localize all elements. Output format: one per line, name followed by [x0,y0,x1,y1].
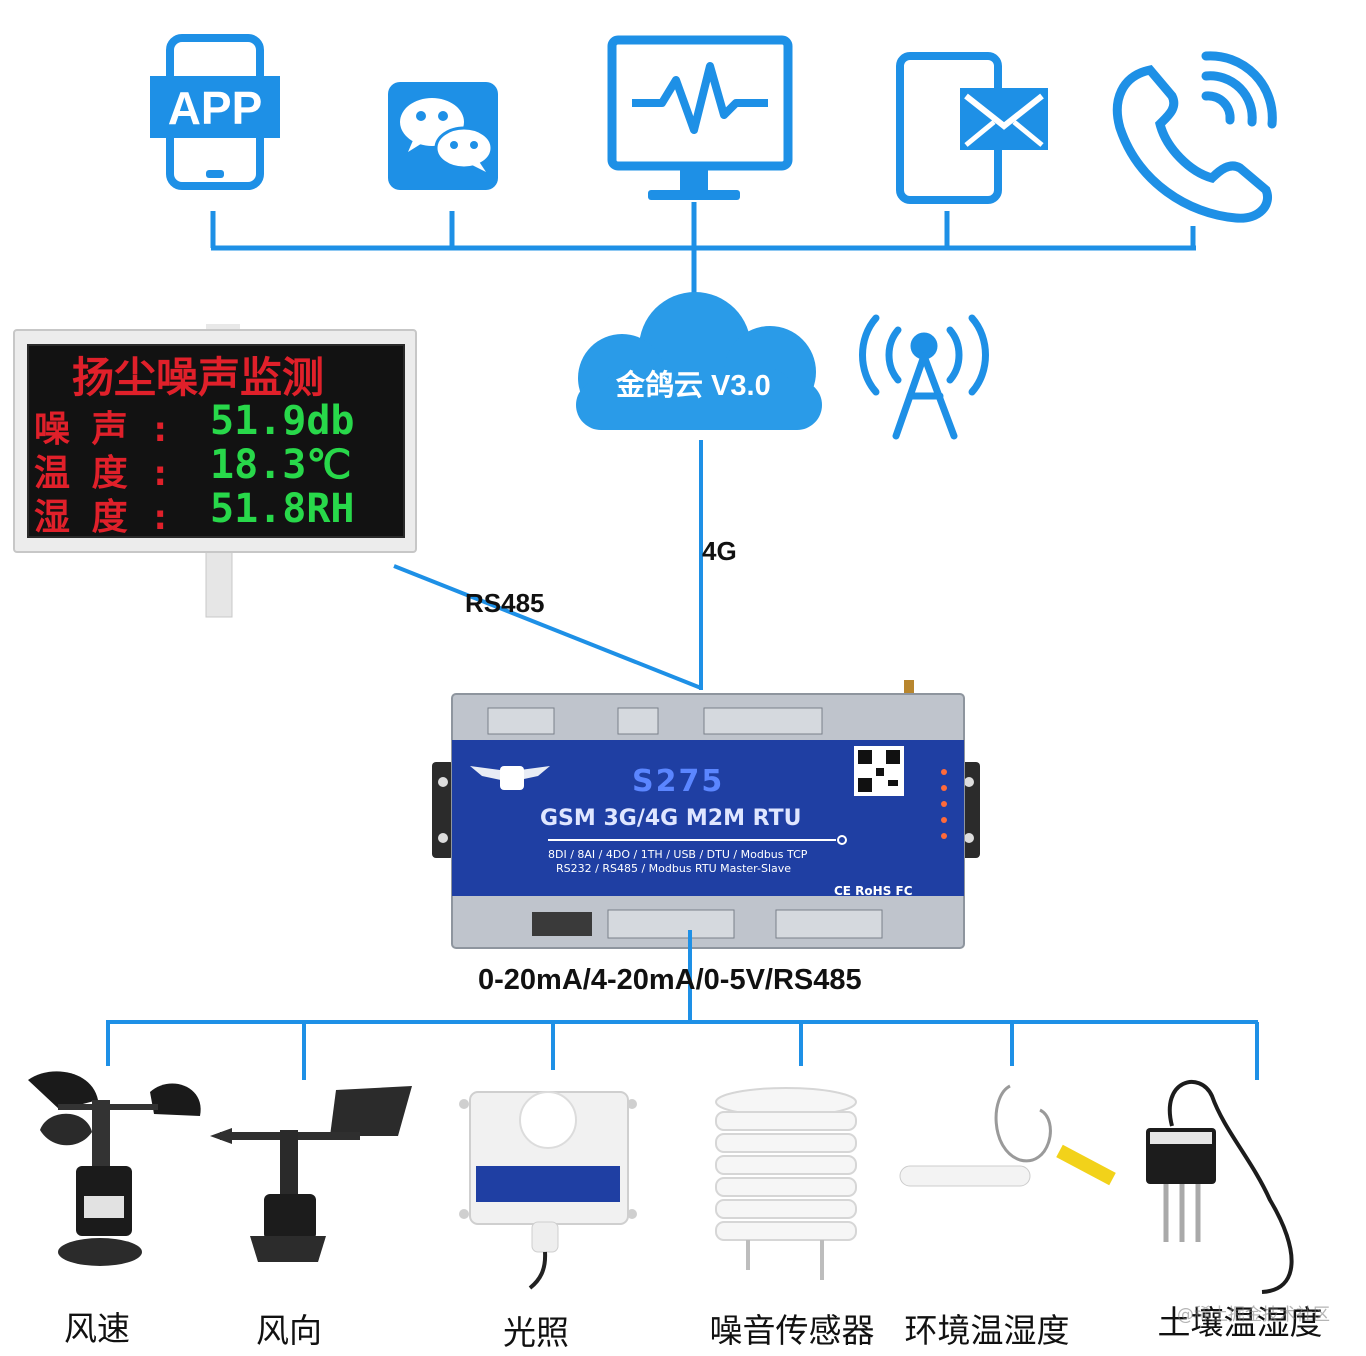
device-model: S275 [632,764,724,799]
caption-wind-speed: 风速 [64,1302,130,1350]
light-sensor-image [459,1092,637,1288]
caption-wind-direction: 风向 [256,1304,322,1352]
wind-direction-sensor-image [210,1086,412,1262]
cloud-platform-label: 金鸽云 V3.0 [616,362,771,404]
caption-light: 光照 [503,1306,569,1354]
top-bus-lines [211,202,1196,298]
link-label-signal-types: 0-20mA/4-20mA/0-5V/RS485 [478,964,862,997]
link-lines [394,440,701,690]
led-row-value-noise: 51.9db [210,398,355,444]
device-spec-line-1: 8DI / 8AI / 4DO / 1TH / USB / DTU / Modb… [548,848,807,861]
wechat-icon [388,82,498,190]
led-row-value-humidity: 51.8RH [210,486,355,532]
led-row-label-humidity: 湿 度 : [34,488,171,540]
phone-call-icon [1117,56,1272,218]
device-certification: CE RoHS FC [834,884,913,898]
sms-tablet-icon [900,56,1048,200]
watermark: @稀土掘金技术社区 [1177,1300,1330,1325]
env-temp-humidity-sensor-image [900,1086,1116,1186]
led-row-value-temp: 18.3℃ [210,442,351,488]
svg-text:APP: APP [168,82,263,134]
link-label-rs485: RS485 [465,588,545,619]
cloud-icon [576,292,822,430]
caption-env-temp-humidity: 环境温湿度 [905,1304,1070,1352]
device-subtitle: GSM 3G/4G M2M RTU [540,806,801,831]
app-phone-icon: APP [150,38,280,186]
antenna-tower-icon [863,318,986,436]
caption-noise-sensor: 噪音传感器 [710,1304,875,1352]
link-label-4g: 4G [702,536,737,567]
bottom-bus-lines [106,930,1258,1080]
soil-temp-humidity-sensor-image [1146,1082,1292,1292]
led-display-title: 扬尘噪声监测 [72,344,324,405]
monitor-pulse-icon [612,40,788,200]
device-spec-line-2: RS232 / RS485 / Modbus RTU Master-Slave [556,862,791,875]
noise-sensor-image [716,1088,856,1280]
wind-speed-sensor-image [28,1071,201,1266]
